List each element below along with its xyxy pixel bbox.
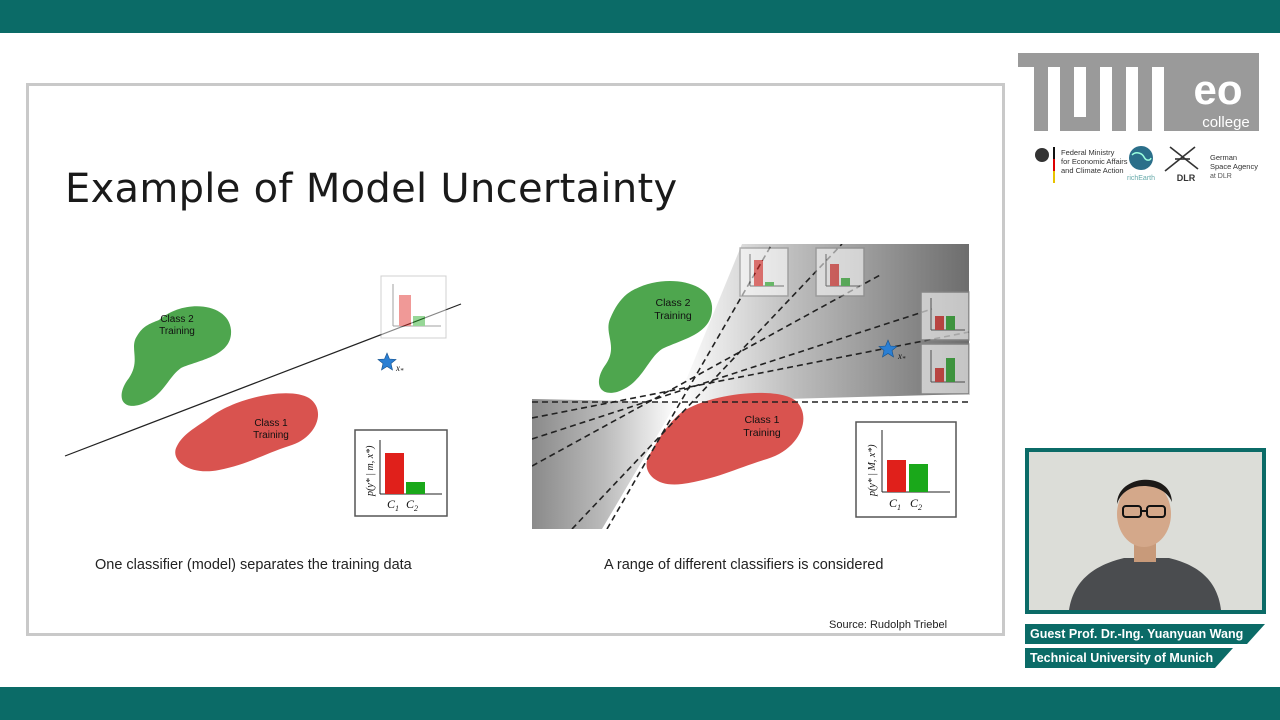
faded-probability-chart <box>380 275 447 339</box>
bar-c1-right <box>887 460 906 492</box>
class1-training-blob-right <box>646 392 804 485</box>
federal-eagle-icon <box>1035 147 1055 183</box>
class1-label-line2: Training <box>253 430 289 441</box>
class2-training-blob-right <box>598 280 713 393</box>
top-brand-bar <box>0 0 1280 33</box>
faded-chart-2 <box>815 247 865 297</box>
test-point-label-right: x* <box>897 351 906 363</box>
tum-eo-college-logo: eo college <box>1018 53 1259 131</box>
caption-right: A range of different classifiers is cons… <box>604 557 884 573</box>
speaker-name-tag: Guest Prof. Dr.-Ing. Yuanyuan Wang <box>1025 624 1265 644</box>
richearth-text: richEarth <box>1127 175 1155 182</box>
xtick-c1: C1 <box>387 497 399 513</box>
ministry-line2: for Economic Affairs <box>1061 157 1128 166</box>
logo-college-text: college <box>1202 114 1250 131</box>
test-point-star-right <box>878 339 898 358</box>
xtick-c1-right: C1 <box>889 496 901 512</box>
bar-c2-right <box>909 464 928 492</box>
multiple-classifiers-figure: Class 2 Training Class 1 Training x* <box>532 244 970 529</box>
class2-right-label-line2: Training <box>654 310 692 322</box>
speaker-video <box>1025 448 1266 614</box>
dlr-text: DLR <box>1177 173 1196 183</box>
class2-label-line2: Training <box>159 326 195 337</box>
partner-logos: Federal Ministry for Economic Affairs an… <box>1035 146 1258 183</box>
class1-training-blob <box>175 393 319 472</box>
class1-right-label-line1: Class 1 <box>744 414 779 426</box>
faded-chart-3 <box>920 291 970 341</box>
agency-line1: German <box>1210 153 1237 162</box>
class2-training-blob <box>121 306 232 406</box>
presentation-slide: Example of Model Uncertainty Class 2 Tra… <box>26 83 1005 636</box>
agency-line2: Space Agency <box>1210 162 1258 171</box>
ministry-line3: and Climate Action <box>1061 166 1124 175</box>
bar-c1 <box>385 453 404 494</box>
caption-left: One classifier (model) separates the tra… <box>95 557 412 573</box>
xtick-c2: C2 <box>406 497 418 513</box>
slide-title: Example of Model Uncertainty <box>65 166 678 212</box>
dlr-logo-icon <box>1164 146 1199 172</box>
source-citation: Source: Rudolph Triebel <box>829 619 948 631</box>
bottom-brand-bar <box>0 687 1280 720</box>
class2-right-label-line1: Class 2 <box>655 297 690 309</box>
class1-label-line1: Class 1 <box>254 418 288 429</box>
ministry-line1: Federal Ministry <box>1061 148 1115 157</box>
class1-right-label-line2: Training <box>743 427 781 439</box>
xtick-c2-right: C2 <box>910 496 922 512</box>
speaker-silhouette <box>1029 452 1262 610</box>
speaker-affiliation-tag: Technical University of Munich <box>1025 648 1233 668</box>
faded-chart-1 <box>739 247 789 297</box>
test-point-star <box>377 352 397 371</box>
bar-c2 <box>406 482 425 494</box>
ylabel-right: p(y* | M, x*) <box>867 444 878 497</box>
uncertainty-wedge-left <box>532 399 677 529</box>
agency-line3: at DLR <box>1210 173 1232 180</box>
test-point-label: x* <box>395 363 404 375</box>
probability-bar-chart-right: p(y* | M, x*) C1 C2 <box>855 421 957 518</box>
faded-chart-4 <box>920 343 970 395</box>
single-classifier-figure: Class 2 Training Class 1 Training x* <box>64 275 462 517</box>
decision-boundary-line <box>64 303 462 457</box>
class2-label-line1: Class 2 <box>160 314 194 325</box>
ylabel-left: p(y* | m, x*) <box>365 445 376 497</box>
probability-bar-chart: p(y* | m, x*) C1 C2 <box>354 429 448 517</box>
richearth-globe-icon <box>1129 146 1153 170</box>
logo-eo-text: eo <box>1193 66 1242 113</box>
